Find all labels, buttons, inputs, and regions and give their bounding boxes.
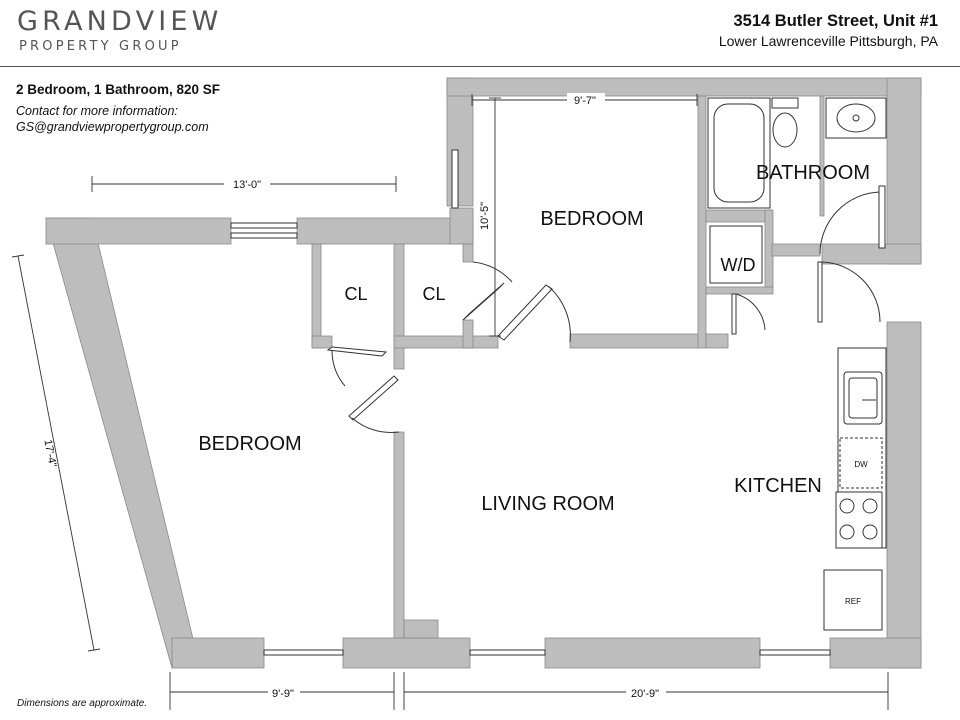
refrigerator xyxy=(823,569,883,631)
room-label-bathroom: BATHROOM xyxy=(756,162,870,184)
room-label-kitchen: KITCHEN xyxy=(734,475,822,497)
dim-left-bedroom-width: 13'-0" xyxy=(233,179,261,191)
dim-top-bedroom-width: 9'-7" xyxy=(574,95,596,107)
footnote: Dimensions are approximate. xyxy=(17,698,148,709)
washer-dryer xyxy=(709,225,763,284)
appliance-label-dishwasher: DW xyxy=(854,460,868,469)
room-label-bedroom-top: BEDROOM xyxy=(540,208,643,230)
dim-bottom-right-width: 20'-9" xyxy=(631,688,659,700)
toilet-bowl xyxy=(772,112,798,148)
room-label-closet-1: CL xyxy=(344,284,367,304)
room-label-laundry: W/D xyxy=(721,255,756,275)
top-bedroom-door xyxy=(497,284,553,341)
closet-door-2 xyxy=(462,282,505,321)
windows xyxy=(230,149,831,656)
contact-email[interactable]: GS@grandviewpropertygroup.com xyxy=(16,120,209,134)
room-label-living-room: LIVING ROOM xyxy=(481,493,614,515)
contact-block: Contact for more information: GS@grandvi… xyxy=(16,103,209,135)
brand-logo: GRANDVIEW xyxy=(17,6,223,37)
dishwasher xyxy=(839,437,883,489)
contact-label: Contact for more information: xyxy=(16,104,178,118)
toilet-tank xyxy=(771,97,799,109)
bathroom-fixtures xyxy=(707,97,887,209)
dimension-backgrounds xyxy=(224,93,666,699)
room-label-closet-2: CL xyxy=(422,284,445,304)
unit-specs: 2 Bedroom, 1 Bathroom, 820 SF xyxy=(16,82,221,97)
kitchen-fixtures xyxy=(823,347,887,631)
header: GRANDVIEW PROPERTY GROUP 3514 Butler Str… xyxy=(0,0,960,67)
dim-top-bedroom-depth: 10'-5" xyxy=(479,202,491,230)
property-address: 3514 Butler Street, Unit #1 xyxy=(733,12,939,30)
room-label-bedroom-left: BEDROOM xyxy=(198,433,301,455)
bathroom-door xyxy=(817,261,823,323)
closet-door-1 xyxy=(326,346,388,357)
doors xyxy=(326,185,886,433)
dim-bottom-left-width: 9'-9" xyxy=(272,688,294,700)
dim-left-bedroom-depth: 17'-4" xyxy=(41,439,58,469)
laundry-door xyxy=(731,293,737,335)
appliance-label-refrigerator: REF xyxy=(845,597,861,606)
walls xyxy=(45,77,922,669)
property-location: Lower Lawrenceville Pittsburgh, PA xyxy=(718,33,938,49)
bedroom-door xyxy=(348,375,399,421)
brand-subtitle: PROPERTY GROUP xyxy=(19,39,182,54)
